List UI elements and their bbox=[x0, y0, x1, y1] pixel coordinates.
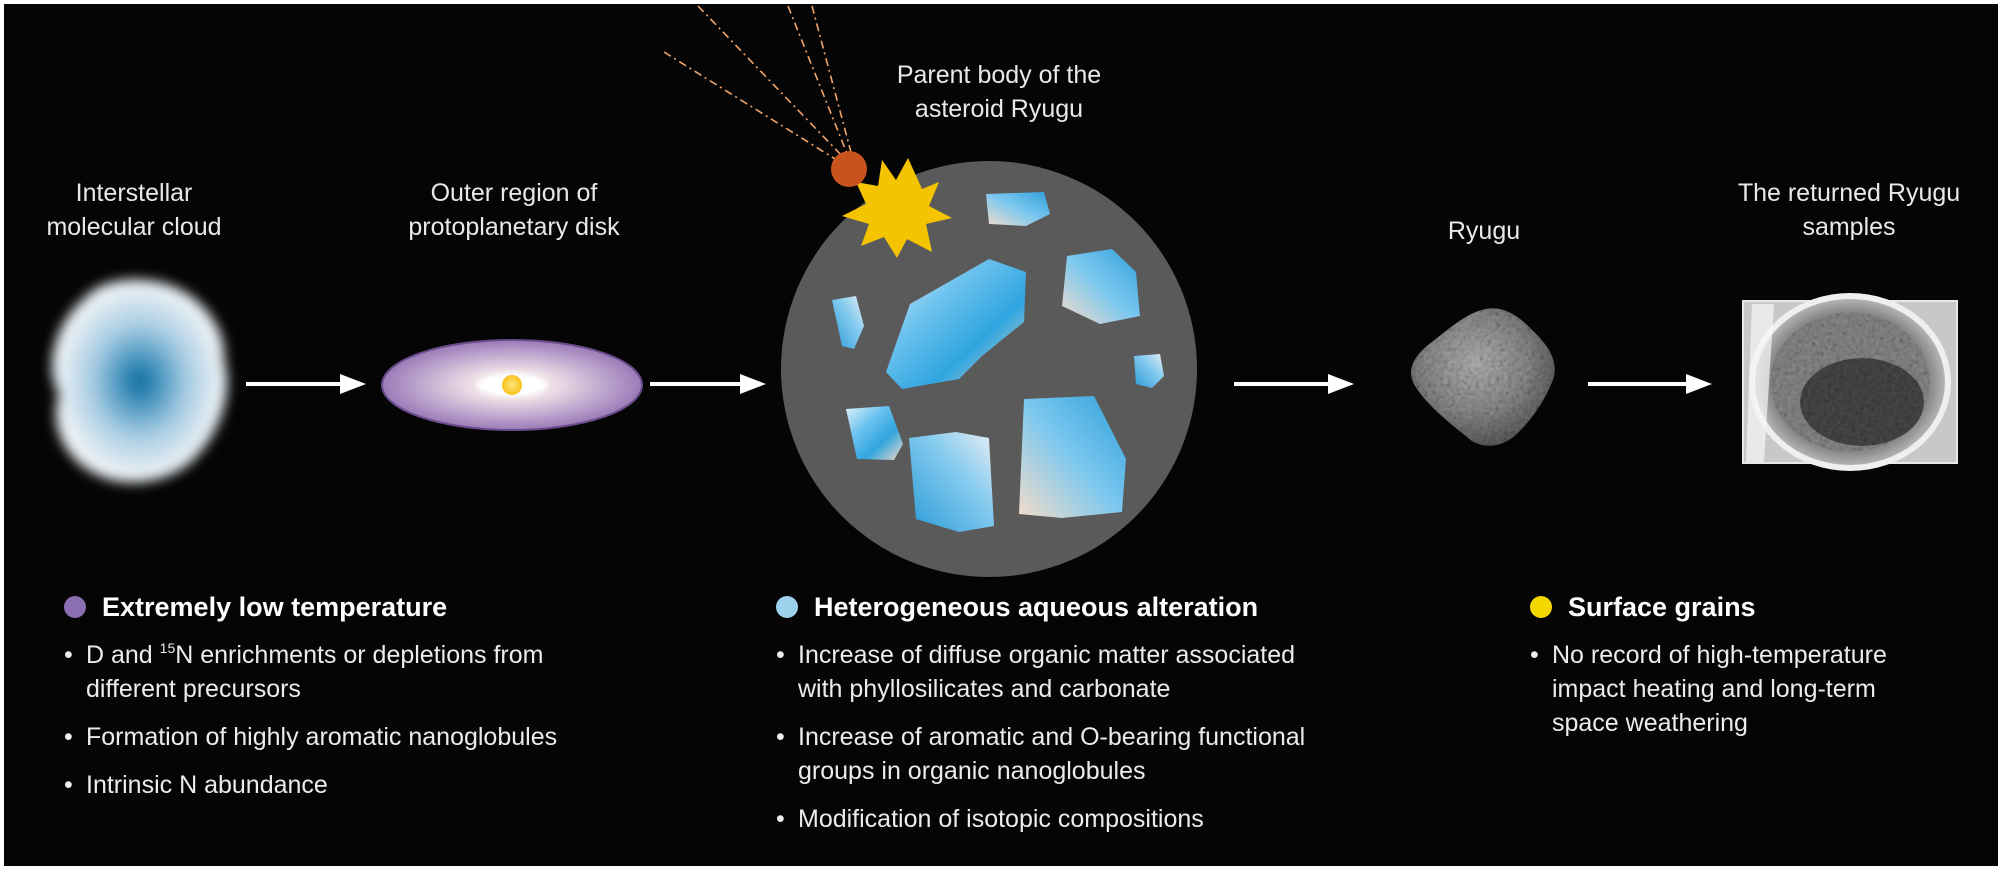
arrow-icon bbox=[1588, 374, 1712, 394]
ice-inclusion bbox=[832, 296, 864, 349]
list-item: • Increase of diffuse organic matter ass… bbox=[776, 638, 1346, 706]
stage-label-cloud: Interstellar molecular cloud bbox=[46, 179, 222, 241]
sample-photo bbox=[1742, 293, 1958, 471]
section-aqueous-alteration: Heterogeneous aqueous alteration • Incre… bbox=[776, 590, 1346, 850]
list-item: • Formation of highly aromatic nanoglobu… bbox=[64, 720, 624, 754]
star-icon bbox=[502, 375, 522, 395]
diagram-panel: Interstellar molecular cloud Outer regio… bbox=[4, 4, 1998, 866]
bullet-icon: • bbox=[776, 805, 785, 833]
stage-label-samples: The returned Ryugu samples bbox=[1737, 179, 1961, 241]
list-item: • Intrinsic N abundance bbox=[64, 768, 624, 802]
ice-inclusion bbox=[1134, 354, 1164, 388]
section-low-temperature: Extremely low temperature • D and 15N en… bbox=[64, 590, 624, 816]
section-heading: Surface grains bbox=[1568, 591, 1756, 622]
impactor-icon bbox=[831, 151, 867, 187]
arrow-icon bbox=[246, 374, 366, 394]
list-item: • Modification of isotopic compositions bbox=[776, 802, 1346, 836]
impact-flash-icon bbox=[842, 158, 952, 258]
section-dot-icon bbox=[1530, 596, 1552, 618]
bullet-icon: • bbox=[64, 641, 73, 669]
section-surface-grains: Surface grains • No record of high-tempe… bbox=[1530, 590, 1930, 754]
bullet-icon: • bbox=[64, 723, 73, 751]
section-heading: Extremely low temperature bbox=[102, 591, 448, 622]
diagram-artwork bbox=[52, 5, 1958, 577]
bullet-icon: • bbox=[776, 723, 785, 751]
section-heading: Heterogeneous aqueous alteration bbox=[814, 591, 1259, 622]
ice-inclusion bbox=[909, 432, 994, 532]
ryugu-asteroid-icon bbox=[1411, 308, 1555, 446]
ice-inclusions bbox=[832, 192, 1164, 532]
ice-inclusion bbox=[1062, 249, 1140, 324]
molecular-cloud-icon bbox=[52, 279, 228, 483]
impactor-trails bbox=[663, 5, 853, 163]
list-item: • Increase of aromatic and O-bearing fun… bbox=[776, 720, 1346, 788]
section-dot-icon bbox=[776, 596, 798, 618]
bullet-icon: • bbox=[1530, 641, 1539, 669]
arrow-icon bbox=[1234, 374, 1354, 394]
bullet-icon: • bbox=[64, 771, 73, 799]
ice-inclusion bbox=[986, 192, 1050, 226]
stage-label-parent-body: Parent body of the asteroid Ryugu bbox=[896, 61, 1102, 123]
list-item: • No record of high-temperature impact h… bbox=[1530, 638, 1930, 740]
section-dot-icon bbox=[64, 596, 86, 618]
ice-inclusion bbox=[1019, 396, 1126, 518]
ice-inclusion bbox=[886, 259, 1026, 389]
stage-label-disk: Outer region of protoplanetary disk bbox=[408, 179, 620, 241]
arrow-icon bbox=[650, 374, 766, 394]
ice-inclusion bbox=[846, 406, 903, 460]
bullet-icon: • bbox=[776, 641, 785, 669]
stage-label-ryugu: Ryugu bbox=[1447, 217, 1521, 245]
list-item: • D and 15N enrichments or depletions fr… bbox=[64, 640, 544, 703]
